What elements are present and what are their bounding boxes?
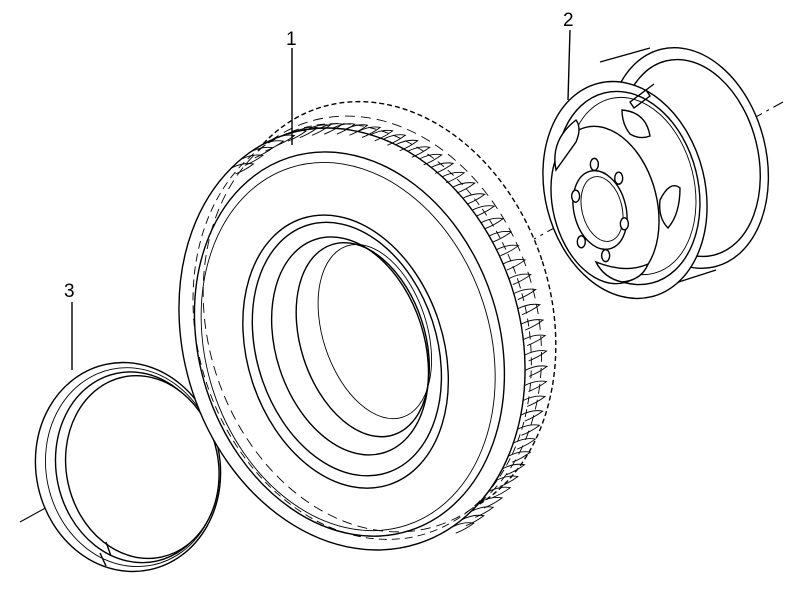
tread-lug — [520, 410, 544, 422]
tread-lug — [419, 153, 443, 166]
wheel-rim-part — [542, 29, 770, 300]
tread-lug — [524, 380, 548, 392]
tread-lug — [430, 162, 455, 174]
stud-hole — [570, 189, 581, 203]
tread-lug — [472, 205, 496, 217]
tire-part — [178, 48, 557, 551]
tread-lug — [231, 163, 255, 175]
tread-lug — [332, 123, 356, 135]
tread-lug — [383, 134, 407, 146]
lock-ring-part — [34, 361, 222, 573]
tread-lug — [307, 124, 331, 136]
tread-lug — [517, 424, 541, 436]
tread-lug — [442, 171, 466, 184]
tread-lug — [345, 124, 369, 136]
tread-lug — [496, 244, 520, 257]
tread-lug — [495, 475, 519, 488]
tread-lug — [479, 496, 504, 509]
callout-3: 3 — [64, 281, 75, 302]
tread-lug — [517, 303, 541, 316]
tread-lug — [502, 258, 527, 271]
tread-lug — [370, 129, 394, 142]
tread-lug — [523, 334, 547, 346]
tread-lug — [488, 486, 512, 499]
tread-lug — [357, 126, 382, 138]
stud-hole — [600, 248, 611, 263]
tread-lug — [471, 506, 495, 518]
tread-lug — [513, 288, 537, 300]
tread-lug — [261, 140, 285, 152]
tread-lug — [451, 522, 475, 534]
tread-lug — [524, 350, 548, 362]
tread-lug — [520, 319, 545, 331]
tread-lug — [462, 193, 486, 205]
stud-hole — [589, 157, 600, 172]
tread-lug — [452, 182, 476, 194]
tread-lug — [395, 139, 419, 152]
tread-lug — [522, 395, 547, 407]
tread-lug — [407, 146, 431, 158]
tread-lug — [508, 451, 532, 463]
stud-hole — [576, 235, 586, 249]
tread-lug — [524, 365, 549, 377]
tread-lug — [272, 134, 296, 147]
stud-hole — [614, 171, 624, 185]
tread-lug — [488, 230, 513, 243]
callout-1: 1 — [286, 29, 297, 50]
stud-hole — [619, 217, 630, 231]
tread-lug — [513, 438, 537, 450]
tread-lug — [508, 273, 532, 285]
tread-lug — [295, 126, 319, 139]
tread-lug — [480, 217, 505, 230]
tread-lug — [502, 463, 526, 476]
tread-lug — [240, 154, 264, 166]
tread-lug — [283, 130, 307, 142]
callout-2: 2 — [563, 10, 574, 31]
